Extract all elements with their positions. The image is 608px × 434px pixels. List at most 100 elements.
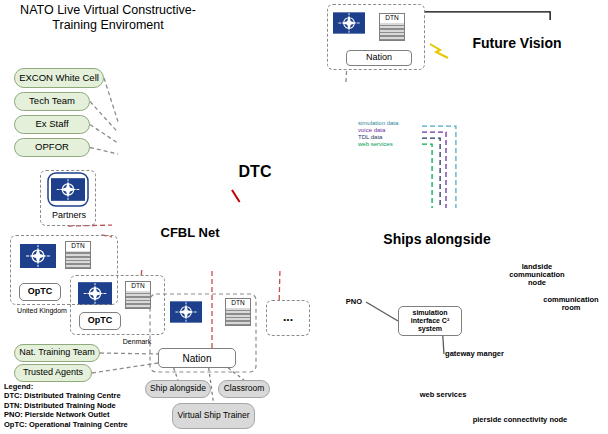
legend-heading: Legend: — [4, 383, 33, 391]
cloud-outline — [114, 192, 310, 266]
ship-mast — [537, 318, 539, 340]
nato-flag — [51, 178, 85, 201]
connector — [232, 190, 240, 202]
nato-flag — [250, 204, 280, 224]
data-type-label: simulation data — [358, 120, 398, 127]
connector — [100, 353, 158, 354]
connector — [443, 336, 444, 354]
pierside-outline — [392, 298, 596, 430]
data-stream-line — [164, 131, 356, 133]
trainer-pill: Ship alongside — [145, 380, 211, 398]
partners-emblem — [48, 173, 88, 206]
node-text: EXCON White Cell — [19, 73, 99, 83]
nation-group-outline — [150, 294, 256, 372]
data-stream-line — [164, 143, 356, 145]
component-label: gateway manger — [444, 346, 505, 362]
optc-box: OpTC — [79, 312, 121, 330]
more-box: ... — [266, 300, 310, 336]
node-text: Denmark — [117, 338, 157, 346]
node-text: Classroom — [224, 384, 265, 393]
role-pill: Tech Team — [14, 92, 90, 111]
pno-outlet — [368, 294, 394, 303]
connector — [211, 268, 212, 348]
component-label: pierside connectivity node — [470, 414, 570, 426]
node-text: CFBL Net — [150, 226, 230, 240]
data-type-label: voice data — [358, 127, 385, 134]
role-pill: EXCON White Cell — [14, 68, 104, 88]
node-text: OpTC — [88, 316, 113, 326]
node-text: OPFOR — [35, 142, 69, 152]
component-label: web services — [418, 388, 468, 402]
satellite-panel — [459, 67, 473, 73]
cloud-illustration — [250, 204, 280, 224]
radio-link — [430, 44, 448, 58]
connector — [104, 78, 118, 122]
cloud-outline — [120, 84, 420, 200]
connector — [422, 138, 440, 208]
role-pill: Ex Staff — [14, 115, 90, 134]
ship-superstructure — [538, 92, 552, 102]
node-text: DTN — [385, 14, 398, 21]
legend-text: DTC: Distributed Training Centre — [4, 391, 121, 400]
ships-cloud: Ships alongsidelandside communication no… — [338, 208, 606, 432]
future-cloud: Future Vision — [428, 20, 605, 142]
node-text: ... — [283, 311, 293, 324]
node-text: web services — [420, 391, 467, 399]
nation-site: Nation DTN — [327, 4, 425, 70]
connector — [90, 148, 118, 155]
nato-flag — [268, 90, 300, 111]
node-text: Partners — [41, 211, 97, 221]
node-text: DTN — [71, 242, 84, 249]
laptop-base — [435, 384, 455, 387]
nation-site: United KingdomOpTCDTN — [10, 235, 118, 305]
node-text: Trusted Agents — [23, 368, 83, 378]
node-text: Nation — [346, 50, 412, 66]
node-text: Nation — [183, 353, 212, 364]
dtn-node: DTN — [379, 13, 405, 41]
connector — [422, 132, 446, 208]
cloud-outline — [430, 22, 603, 140]
nato-flag — [333, 12, 365, 33]
connector — [141, 268, 143, 275]
data-stream-line — [164, 137, 356, 139]
node-text: pierside connectivity node — [473, 416, 568, 424]
connector — [90, 102, 118, 133]
legend-entry: DTN: Distributed Training Node — [4, 402, 116, 410]
role-pill: OPFOR — [14, 138, 90, 157]
diagram-title: NATO Live Virtual Constructive-Training … — [18, 3, 198, 33]
connector — [366, 302, 398, 321]
dtn-node: DTN — [225, 298, 251, 326]
component-label: PNO — [342, 296, 366, 308]
legend-text: DTN: Distributed Training Node — [4, 401, 116, 410]
dtc-backbone-tube — [150, 120, 420, 150]
cfbl-cloud: CFBL Net — [112, 190, 312, 268]
legend-entry: OpTC: Operational Training Centre — [4, 421, 128, 429]
node-text: gateway manger — [445, 350, 504, 358]
data-type-label: web services — [358, 141, 393, 148]
ship-hull — [500, 114, 602, 136]
cloud-outline — [340, 210, 604, 430]
gateway-icon — [432, 347, 442, 359]
connector — [279, 268, 281, 300]
node-text: Ex Staff — [35, 119, 68, 129]
node-text: Tech Team — [29, 96, 75, 106]
connector — [228, 368, 244, 380]
node-text: Nat. Training Team — [19, 348, 94, 358]
connector — [174, 368, 178, 380]
node-text: OpTC — [28, 287, 53, 297]
node-text: Ship alongside — [150, 384, 206, 393]
node-text: Virtual Ship Trainer — [177, 411, 249, 420]
node-text: landside communication node — [500, 263, 574, 288]
satellite-link — [462, 78, 528, 104]
dtn-node: DTN — [65, 241, 91, 269]
role-pill: Nat. Training Team — [14, 344, 100, 362]
ship-hull — [480, 378, 602, 404]
data-stream-line — [164, 125, 356, 127]
connector — [422, 126, 456, 208]
dtn-node: DTN — [125, 281, 151, 309]
nation-site: DenmarkOpTCDTN — [70, 275, 165, 335]
legend-text: PNO: Pierside Network Outlet — [4, 410, 109, 419]
node-text: Future Vision — [462, 36, 572, 51]
legend-entry: PNO: Pierside Network Outlet — [4, 411, 109, 419]
